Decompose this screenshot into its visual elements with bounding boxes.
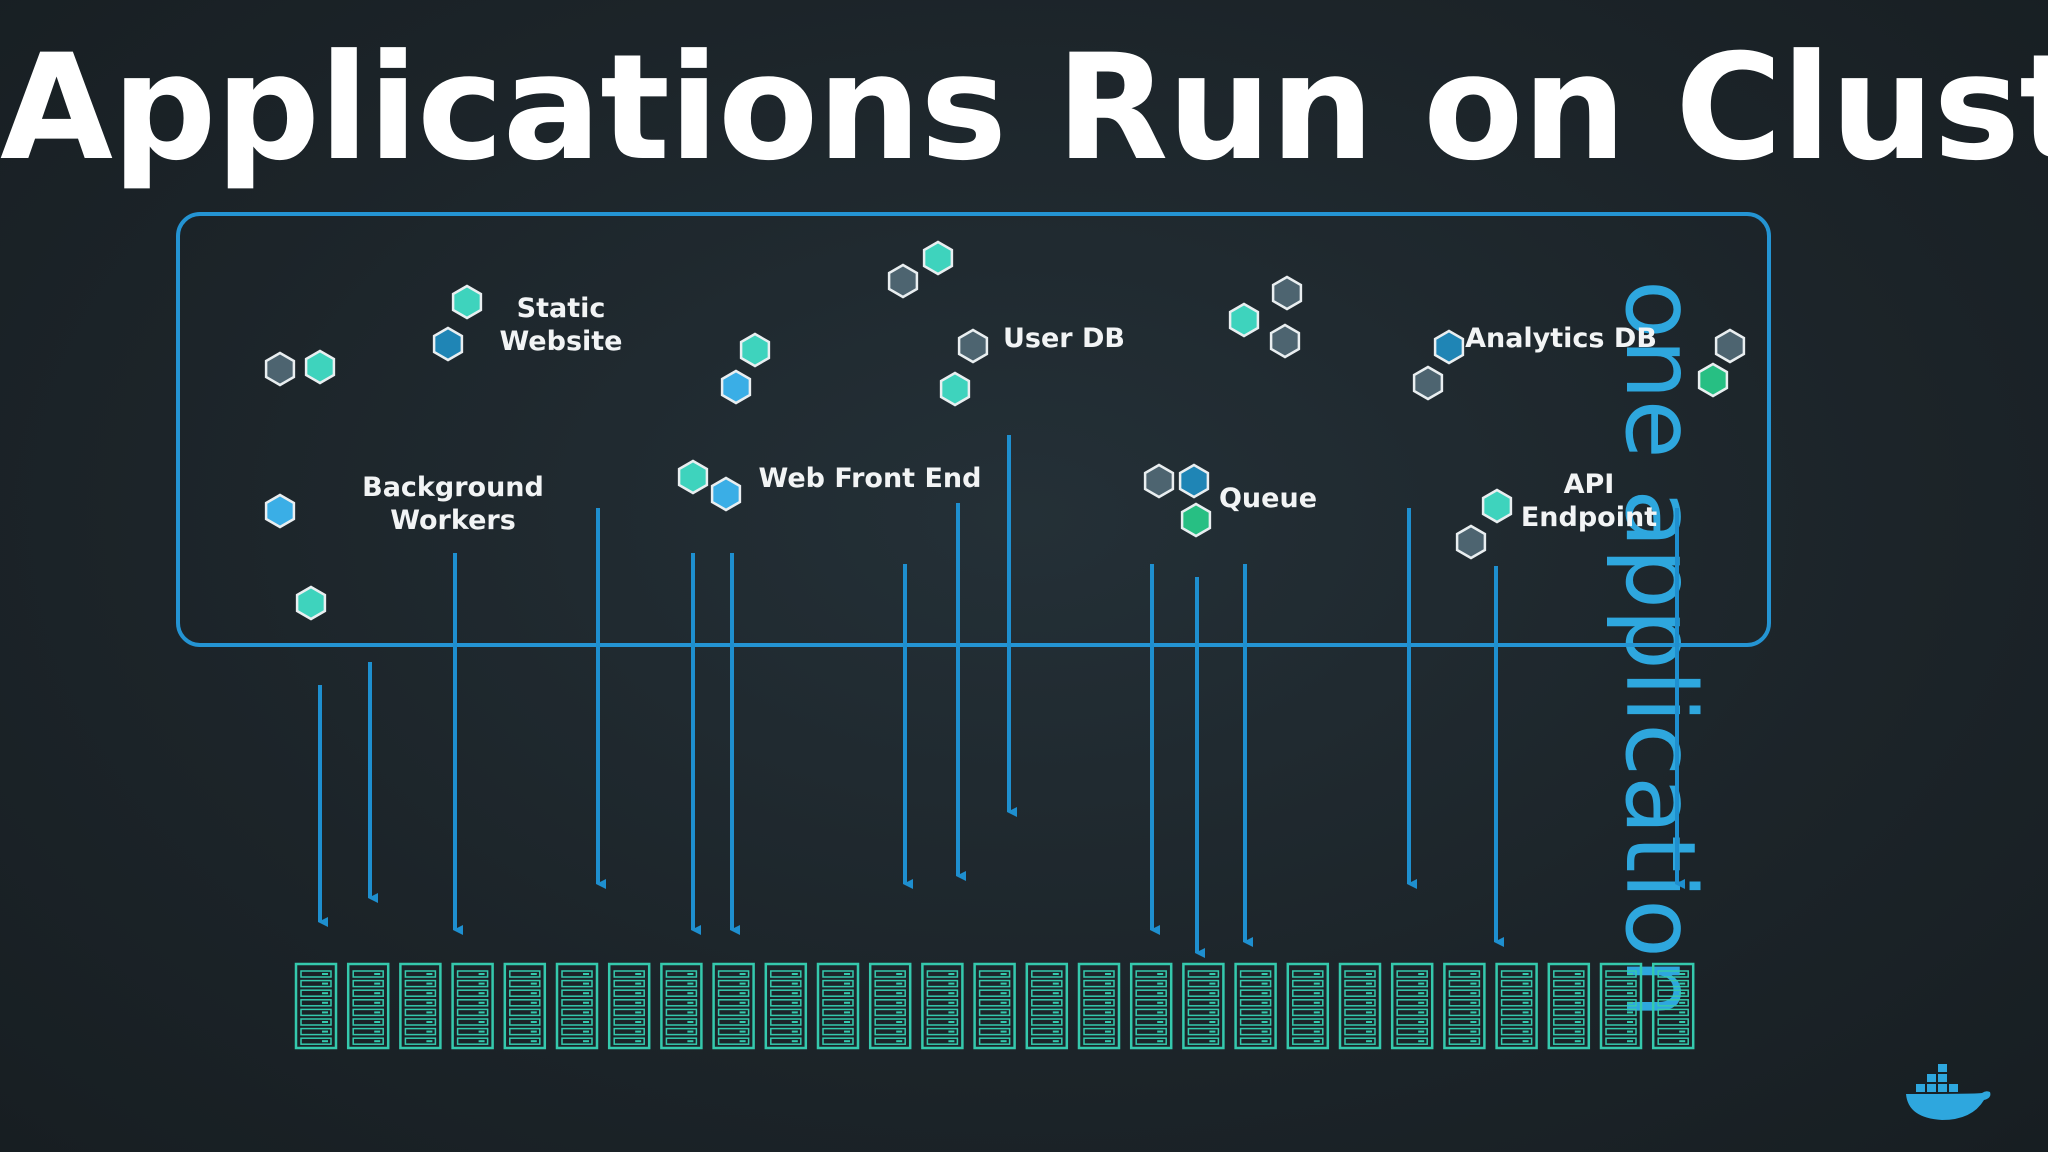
container-hexagon-icon [264, 351, 296, 387]
server-rack-icon [294, 962, 338, 1050]
service-label-line: Static [517, 293, 606, 324]
container-hexagon-icon [451, 284, 483, 320]
server-rack-icon [1390, 962, 1434, 1050]
docker-whale-icon [1906, 1064, 1991, 1120]
service-label-queue: Queue [1219, 483, 1317, 514]
container-hexagon-icon [677, 459, 709, 495]
container-hexagon-icon [720, 369, 752, 405]
server-rack-icon [399, 962, 442, 1050]
server-rack-icon [503, 962, 547, 1050]
container-hexagon-icon [304, 349, 336, 385]
server-rack-icon [607, 962, 651, 1050]
service-label-line: Analytics DB [1465, 323, 1657, 354]
server-rack-icon [1547, 962, 1591, 1050]
server-rack-icon [555, 962, 599, 1050]
slide-title: Applications Run on Clusters [0, 23, 2048, 193]
service-label-line: Background [362, 472, 544, 503]
server-rack-icon [451, 962, 494, 1050]
service-label-line: API [1564, 469, 1615, 500]
server-rack-icon [346, 962, 390, 1050]
service-label-line: User DB [1003, 323, 1125, 354]
server-rack-icon [973, 962, 1016, 1050]
container-hexagon-icon [1481, 488, 1513, 524]
container-hexagon-icon [922, 240, 954, 276]
service-label-line: Workers [390, 505, 516, 536]
service-label-analytics-db: Analytics DB [1465, 323, 1657, 354]
container-hexagon-icon [1143, 463, 1175, 499]
server-rack-icon [1129, 962, 1173, 1050]
container-hexagon-icon [1433, 329, 1465, 365]
container-hexagon-icon [957, 328, 989, 364]
server-rack-icon [660, 962, 703, 1050]
container-hexagon-icon [1180, 502, 1212, 538]
service-label-line: Web Front End [759, 463, 982, 494]
container-hexagon-icon [1697, 362, 1729, 398]
server-rack-icon [764, 962, 808, 1050]
container-hexagon-icon [1178, 463, 1210, 499]
container-hexagon-icon [432, 326, 464, 362]
service-label-line: Website [499, 326, 622, 357]
server-rack-icon [712, 962, 755, 1050]
server-rack-icon [868, 962, 912, 1050]
service-label-user-db: User DB [1003, 323, 1125, 354]
server-rack-icon [1651, 962, 1695, 1050]
server-rack-icon [1286, 962, 1330, 1050]
container-hexagon-icon [939, 371, 971, 407]
server-rack-icon [1234, 962, 1277, 1050]
container-hexagon-icon [1455, 524, 1487, 560]
server-rack-icon [816, 962, 860, 1050]
container-hexagon-icon [1714, 328, 1746, 364]
container-hexagon-icon [887, 263, 919, 299]
server-rack-icon [1025, 962, 1069, 1050]
server-rack-icon [1495, 962, 1538, 1050]
server-rack-icon [1077, 962, 1121, 1050]
application-boundary [176, 212, 1771, 647]
container-hexagon-icon [1412, 365, 1444, 401]
container-hexagon-icon [295, 585, 327, 621]
container-hexagon-icon [1271, 275, 1303, 311]
container-hexagon-icon [710, 476, 742, 512]
container-hexagon-icon [1269, 323, 1301, 359]
server-rack-icon [1338, 962, 1382, 1050]
container-hexagon-icon [1228, 302, 1260, 338]
server-rack-icon [921, 962, 964, 1050]
container-hexagon-icon [264, 493, 296, 529]
service-label-line: Endpoint [1521, 502, 1657, 533]
service-label-web-front-end: Web Front End [759, 463, 982, 494]
server-rack-icon [1443, 962, 1486, 1050]
service-label-line: Queue [1219, 483, 1317, 514]
server-rack-icon [1182, 962, 1225, 1050]
server-rack-icon [1599, 962, 1643, 1050]
container-hexagon-icon [739, 332, 771, 368]
